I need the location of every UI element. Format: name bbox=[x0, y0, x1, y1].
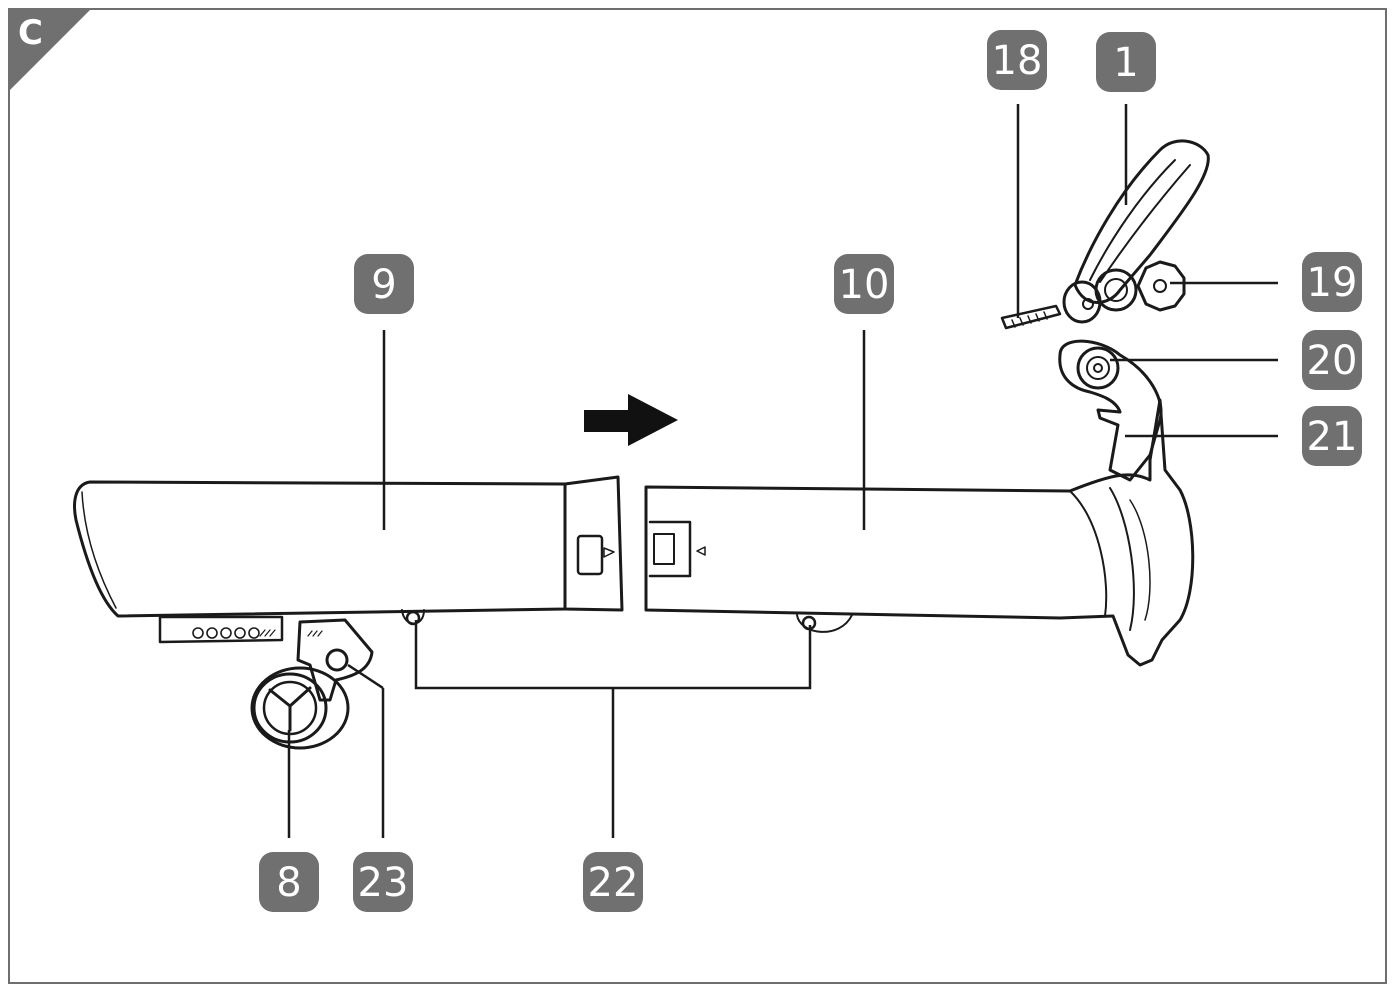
callout-labels: 9 10 18 1 19 20 21 8 23 22 bbox=[259, 30, 1362, 912]
figure-frame bbox=[8, 8, 1387, 984]
label-1: 1 bbox=[1113, 40, 1138, 86]
badge-8 bbox=[259, 852, 319, 912]
label-18: 18 bbox=[992, 38, 1043, 84]
front-tube-edge bbox=[81, 491, 117, 609]
front-tube-9 bbox=[73, 480, 567, 618]
rear-tube-10 bbox=[644, 398, 1195, 667]
direction-arrow bbox=[584, 394, 678, 446]
badge-20 bbox=[1302, 330, 1362, 390]
badge-1 bbox=[1096, 32, 1156, 92]
knob-20 bbox=[1076, 346, 1120, 390]
handle-hub bbox=[1094, 268, 1138, 312]
knob-19 bbox=[1136, 260, 1186, 312]
leader-lines bbox=[287, 104, 1278, 838]
badge-9 bbox=[354, 254, 414, 314]
corner-tab bbox=[8, 8, 92, 92]
label-20: 20 bbox=[1307, 338, 1358, 384]
tube-collar bbox=[563, 475, 624, 612]
label-8: 8 bbox=[276, 860, 301, 906]
badge-23 bbox=[353, 852, 413, 912]
badge-18 bbox=[987, 30, 1047, 90]
bracket-hole bbox=[325, 648, 349, 672]
collar-latch bbox=[576, 534, 604, 576]
panel-letter: C bbox=[18, 13, 43, 53]
bolt-18 bbox=[1000, 304, 1062, 330]
collar-arrow bbox=[603, 547, 615, 558]
badge-10 bbox=[834, 254, 894, 314]
scale-bracket bbox=[158, 615, 284, 644]
label-19: 19 bbox=[1307, 260, 1358, 306]
label-21: 21 bbox=[1307, 414, 1358, 460]
label-22: 22 bbox=[588, 860, 639, 906]
wheel-bracket-23 bbox=[296, 618, 374, 702]
tube-latch bbox=[648, 520, 692, 578]
scale-circles bbox=[192, 627, 260, 639]
wheel-8-rim bbox=[250, 666, 350, 750]
badge-19 bbox=[1302, 252, 1362, 312]
label-9: 9 bbox=[371, 262, 396, 308]
handle-mount-21 bbox=[1058, 339, 1163, 482]
badge-22 bbox=[583, 852, 643, 912]
handle-1 bbox=[1073, 139, 1210, 304]
label-23: 23 bbox=[358, 860, 409, 906]
label-10: 10 bbox=[839, 262, 890, 308]
badge-21 bbox=[1302, 406, 1362, 466]
